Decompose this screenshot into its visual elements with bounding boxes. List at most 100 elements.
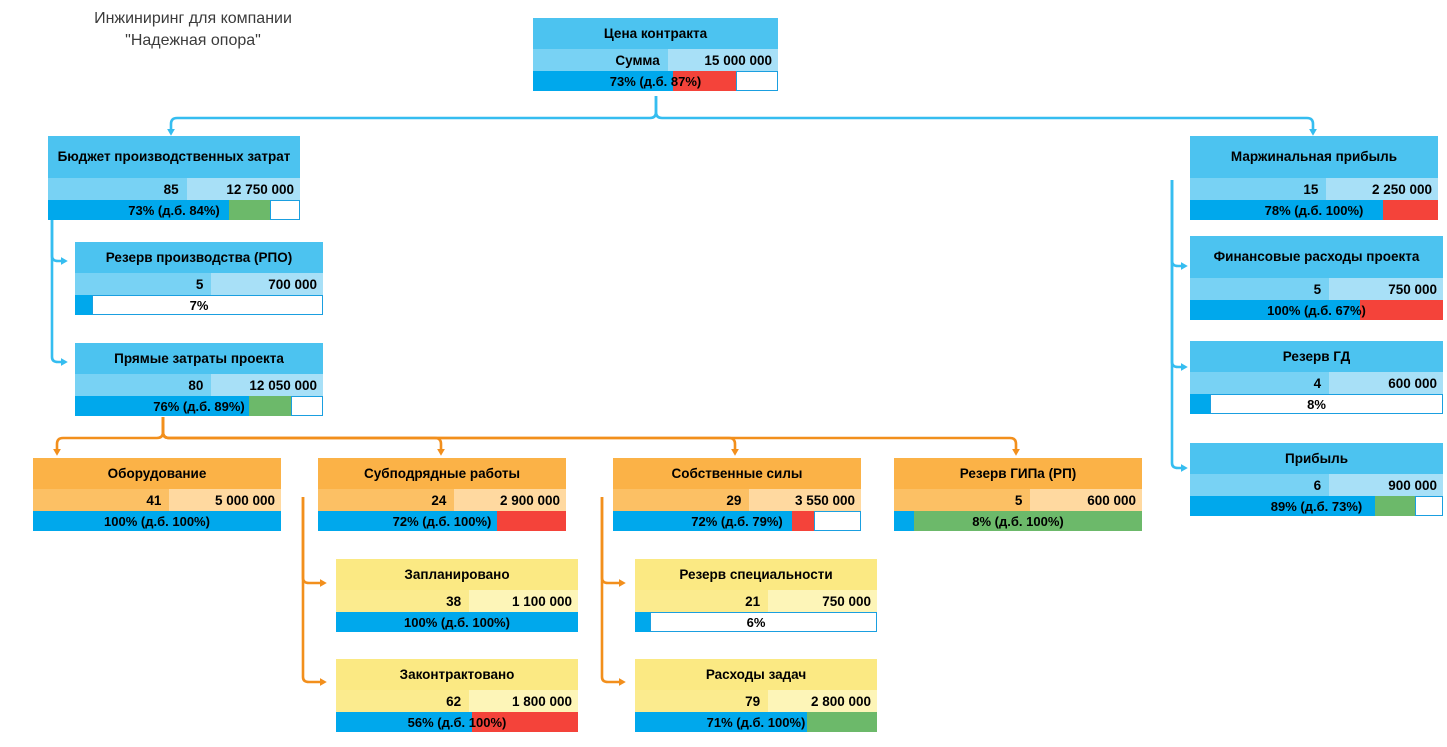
card-progress-planned: 100% (д.б. 100%) xyxy=(336,612,578,632)
card-header-production-reserve-rpo: Резерв производства (РПО) xyxy=(75,242,323,273)
card-progress-specialty-reserve: 6% xyxy=(635,612,877,632)
progress-bar-red xyxy=(496,511,566,531)
card-values-gip-reserve-rp: 5 600 000 xyxy=(894,489,1142,511)
card-amount-production-reserve-rpo: 700 000 xyxy=(268,276,317,292)
card-values-direct-project-costs: 80 12 050 000 xyxy=(75,374,323,396)
progress-bar-white xyxy=(92,295,323,315)
card-quantity-task-expenses: 79 xyxy=(635,690,769,712)
card-progress-own-resources: 72% (д.б. 79%) xyxy=(613,511,861,531)
card-header-gd-reserve: Резерв ГД xyxy=(1190,341,1443,372)
progress-bar-white xyxy=(1210,394,1443,414)
progress-bar-blue xyxy=(1190,394,1211,414)
card-header-specialty-reserve: Резерв специальности xyxy=(635,559,877,590)
progress-bar-green xyxy=(1374,496,1416,516)
progress-bar-green xyxy=(806,712,877,732)
card-amount-profit: 900 000 xyxy=(1388,477,1437,493)
card-quantity-gip-reserve-rp: 5 xyxy=(894,489,1031,511)
card-header-profit: Прибыль xyxy=(1190,443,1443,474)
card-progress-contract-price: 73% (д.б. 87%) xyxy=(533,71,778,91)
card-values-equipment: 41 5 000 000 xyxy=(33,489,281,511)
progress-bar-white xyxy=(736,71,778,91)
progress-bar-green xyxy=(913,511,1142,531)
card-progress-subcontract-works: 72% (д.б. 100%) xyxy=(318,511,566,531)
card-values-marginal-profit: 15 2 250 000 xyxy=(1190,178,1438,200)
card-amount-marginal-profit: 2 250 000 xyxy=(1371,181,1432,197)
card-quantity-production-budget: 85 xyxy=(48,178,187,200)
progress-bar-red xyxy=(672,71,737,91)
card-quantity-planned: 38 xyxy=(336,590,470,612)
progress-bar-white xyxy=(269,200,300,220)
card-progress-profit: 89% (д.б. 73%) xyxy=(1190,496,1443,516)
card-header-subcontract-works: Субподрядные работы xyxy=(318,458,566,489)
card-amount-contracted: 1 800 000 xyxy=(511,693,572,709)
card-header-contract-price: Цена контракта xyxy=(533,18,778,49)
progress-bar-red xyxy=(471,712,578,732)
card-quantity-subcontract-works: 24 xyxy=(318,489,455,511)
progress-bar-red xyxy=(1383,200,1438,220)
card-quantity-contract-price: Сумма xyxy=(533,49,668,71)
card-amount-direct-project-costs: 12 050 000 xyxy=(249,377,317,393)
card-quantity-marginal-profit: 15 xyxy=(1190,178,1327,200)
card-values-production-budget: 85 12 750 000 xyxy=(48,178,300,200)
progress-bar-green xyxy=(248,396,291,416)
progress-bar-red xyxy=(791,511,814,531)
card-progress-label-planned: 100% (д.б. 100%) xyxy=(404,614,510,630)
card-header-equipment: Оборудование xyxy=(33,458,281,489)
card-progress-task-expenses: 71% (д.б. 100%) xyxy=(635,712,877,732)
card-quantity-direct-project-costs: 80 xyxy=(75,374,212,396)
card-quantity-equipment: 41 xyxy=(33,489,170,511)
card-progress-equipment: 100% (д.б. 100%) xyxy=(33,511,281,531)
progress-bar-blue xyxy=(75,295,93,315)
card-progress-project-financial-costs: 100% (д.б. 67%) xyxy=(1190,300,1443,320)
card-values-profit: 6 900 000 xyxy=(1190,474,1443,496)
card-values-production-reserve-rpo: 5 700 000 xyxy=(75,273,323,295)
card-amount-subcontract-works: 2 900 000 xyxy=(499,492,560,508)
card-progress-label-equipment: 100% (д.б. 100%) xyxy=(104,513,210,529)
diagram-title: Инжиниринг для компании "Надежная опора" xyxy=(94,10,292,49)
card-quantity-contracted: 62 xyxy=(336,690,470,712)
card-progress-marginal-profit: 78% (д.б. 100%) xyxy=(1190,200,1438,220)
card-amount-equipment: 5 000 000 xyxy=(214,492,275,508)
card-quantity-gd-reserve: 4 xyxy=(1190,372,1330,394)
card-header-task-expenses: Расходы задач xyxy=(635,659,877,690)
card-values-subcontract-works: 24 2 900 000 xyxy=(318,489,566,511)
card-amount-project-financial-costs: 750 000 xyxy=(1388,281,1437,297)
card-amount-contract-price: 15 000 000 xyxy=(704,52,772,68)
card-quantity-production-reserve-rpo: 5 xyxy=(75,273,212,295)
card-amount-gd-reserve: 600 000 xyxy=(1388,375,1437,391)
card-progress-direct-project-costs: 76% (д.б. 89%) xyxy=(75,396,323,416)
card-header-planned: Запланировано xyxy=(336,559,578,590)
card-progress-production-budget: 73% (д.б. 84%) xyxy=(48,200,300,220)
card-quantity-own-resources: 29 xyxy=(613,489,750,511)
card-amount-production-budget: 12 750 000 xyxy=(226,181,294,197)
progress-bar-green xyxy=(229,200,270,220)
progress-bar-red xyxy=(1359,300,1443,320)
card-quantity-profit: 6 xyxy=(1190,474,1330,496)
card-amount-gip-reserve-rp: 600 000 xyxy=(1087,492,1136,508)
card-quantity-specialty-reserve: 21 xyxy=(635,590,769,612)
card-header-gip-reserve-rp: Резерв ГИПа (РП) xyxy=(894,458,1142,489)
card-amount-own-resources: 3 550 000 xyxy=(794,492,855,508)
card-progress-gd-reserve: 8% xyxy=(1190,394,1443,414)
progress-bar-white xyxy=(290,396,323,416)
